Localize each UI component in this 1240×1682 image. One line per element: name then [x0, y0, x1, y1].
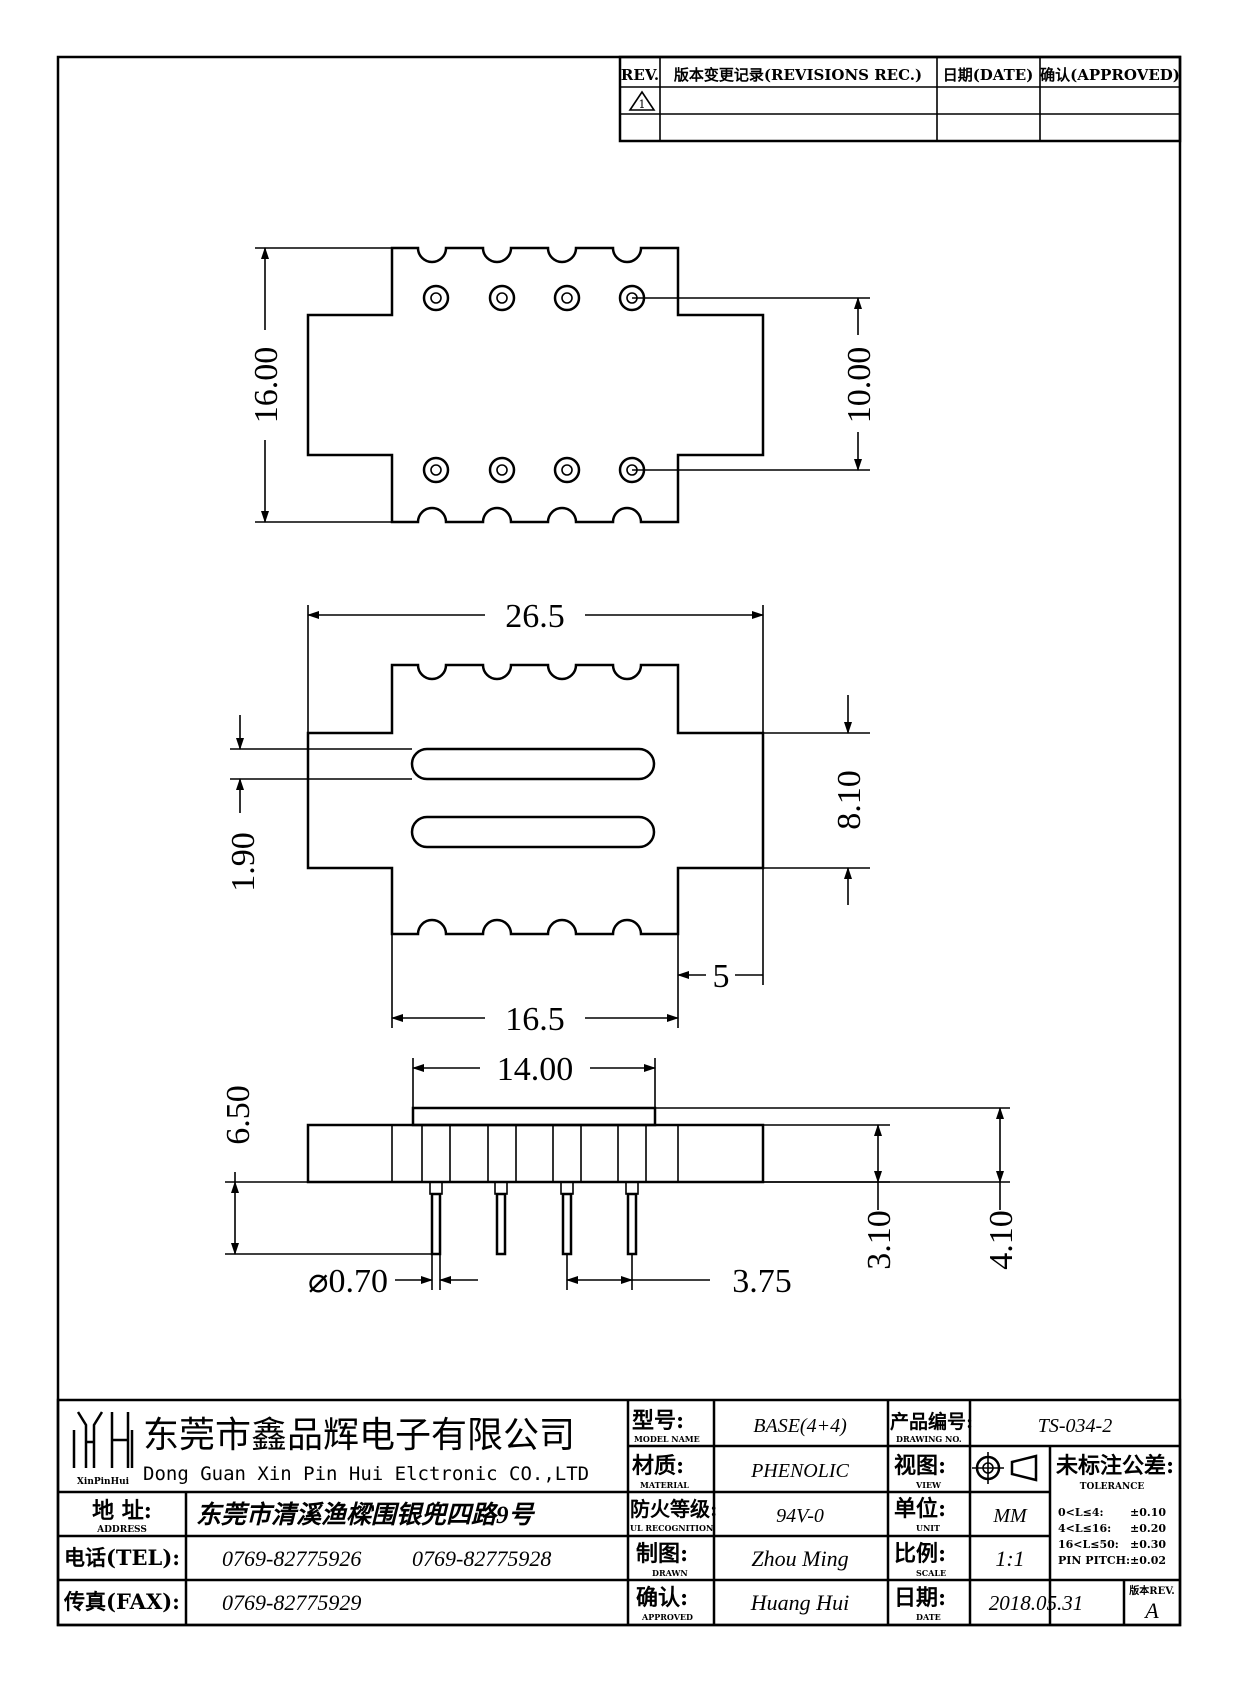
- dim-mid-step: 5: [713, 958, 730, 995]
- side-view: 14.00 6.50 ⌀0.70 3.75 3.10 4.10: [220, 1051, 1020, 1300]
- fax-label: 传真(FAX):: [63, 1589, 180, 1614]
- pin-holes-bottom-row: [422, 456, 646, 484]
- rev-symbol: 1: [639, 98, 646, 111]
- tolerance-range: 4<L≤16:: [1058, 1522, 1111, 1535]
- unit-label-en: UNIT: [916, 1523, 940, 1533]
- tel-label: 电话(TEL):: [64, 1545, 180, 1570]
- fax-value: 0769-82775929: [222, 1590, 361, 1615]
- bottom-view: 26.5 1.90 8.10 5 16.5: [225, 598, 870, 1038]
- company-name-en: Dong Guan Xin Pin Hui Elctronic CO.,LTD: [143, 1463, 589, 1485]
- drawing-no-label: 产品编号:: [890, 1410, 973, 1433]
- scale-label-en: SCALE: [916, 1568, 946, 1578]
- tolerance-value: ±0.30: [1130, 1538, 1166, 1551]
- top-view: 16.00 10.00: [248, 246, 878, 524]
- address-label-en: ADDRESS: [96, 1525, 147, 1535]
- logo-text: XinPinHui: [77, 1477, 130, 1487]
- tel-2: 0769-82775928: [412, 1546, 551, 1571]
- address-label: 地 址:: [92, 1498, 152, 1524]
- tolerance-range: 0<L≤4:: [1058, 1506, 1104, 1519]
- drawn-label: 制图:: [636, 1541, 688, 1567]
- drawing-no-label-en: DRAWING NO.: [896, 1434, 962, 1444]
- dim-side-pitch: 3.75: [732, 1263, 792, 1300]
- dim-mid-slot: 1.90: [225, 832, 262, 892]
- title-block: XinPinHui 东莞市鑫品辉电子有限公司 Dong Guan Xin Pin…: [56, 1398, 1182, 1627]
- dim-mid-width: 26.5: [505, 598, 565, 635]
- ul-label: 防火等级:: [630, 1497, 717, 1521]
- rev-triangle-icon: 1: [628, 90, 656, 111]
- pins: [429, 1181, 639, 1256]
- date-label: 日期:: [894, 1585, 946, 1611]
- dim-mid-flange: 8.10: [831, 770, 868, 830]
- model-value: BASE(4+4): [753, 1415, 847, 1437]
- tolerance-value: ±0.20: [1130, 1522, 1166, 1535]
- approved-value: Huang Hui: [750, 1590, 849, 1615]
- dim-side-total: 6.50: [220, 1085, 257, 1145]
- pin-holes-top-row: [422, 284, 646, 312]
- dim-mid-body: 16.5: [505, 1001, 565, 1038]
- revisions-header: 版本变更记录(REVISIONS REC.): [674, 66, 922, 84]
- view-label: 视图:: [894, 1453, 946, 1479]
- ul-label-en: UL RECOGNITION: [630, 1523, 713, 1533]
- view-label-en: VIEW: [915, 1480, 942, 1490]
- company-name-cn: 东莞市鑫品辉电子有限公司: [143, 1415, 575, 1456]
- tolerance-value: ±0.02: [1130, 1554, 1166, 1567]
- material-value: PHENOLIC: [750, 1460, 849, 1482]
- approved-label: 确认:: [636, 1585, 688, 1611]
- material-label-en: MATERIAL: [640, 1480, 689, 1490]
- rev-label: 版本REV.: [1129, 1584, 1174, 1597]
- ul-value: 94V-0: [776, 1505, 824, 1527]
- tolerance-label: 未标注公差:: [1056, 1453, 1174, 1479]
- model-label-en: MODEL NAME: [634, 1434, 700, 1444]
- drawn-value: Zhou Ming: [751, 1546, 848, 1571]
- tolerance-value: ±0.10: [1130, 1506, 1166, 1519]
- unit-value: MM: [992, 1505, 1028, 1527]
- tolerance-range: PIN PITCH:: [1058, 1554, 1130, 1567]
- scale-label: 比例:: [894, 1541, 946, 1567]
- unit-label: 单位:: [894, 1496, 946, 1522]
- company-logo: XinPinHui: [72, 1411, 134, 1487]
- dim-side-body: 3.10: [861, 1210, 898, 1270]
- tolerance-range: 16<L≤50:: [1058, 1538, 1119, 1551]
- date-value: 2018.05.31: [989, 1591, 1084, 1615]
- material-label: 材质:: [632, 1453, 684, 1479]
- drawn-label-en: DRAWN: [652, 1568, 688, 1578]
- rev-header: REV.: [621, 66, 659, 84]
- dim-top-pin-span: 10.00: [841, 347, 878, 424]
- tel-1: 0769-82775926: [222, 1546, 361, 1571]
- scale-value: 1:1: [995, 1546, 1024, 1571]
- dim-side-top-width: 14.00: [497, 1051, 574, 1088]
- model-label: 型号:: [632, 1408, 684, 1434]
- approved-header: 确认(APPROVED): [1040, 66, 1180, 84]
- address-value: 东莞市清溪渔樑围银兜四路9号: [196, 1501, 536, 1529]
- drawing-no-value: TS-034-2: [1038, 1415, 1112, 1437]
- dim-top-height: 16.00: [248, 347, 285, 424]
- tolerance-label-en: TOLERANCE: [1080, 1482, 1145, 1492]
- rev-value: A: [1143, 1598, 1159, 1623]
- pin-bodies: [421, 1124, 647, 1183]
- date-label-en: DATE: [916, 1612, 941, 1622]
- projection-symbol-icon: [972, 1452, 1038, 1484]
- tolerance-table: 0<L≤4: ±0.10 4<L≤16: ±0.20 16<L≤50: ±0.3…: [1058, 1506, 1166, 1567]
- slot-lower: [410, 815, 656, 849]
- dim-side-pin-dia: ⌀0.70: [308, 1263, 388, 1300]
- slot-upper: [410, 747, 656, 781]
- revision-block: REV. 版本变更记录(REVISIONS REC.) 日期(DATE) 确认(…: [618, 55, 1182, 143]
- approved-label-en: APPROVED: [641, 1612, 693, 1622]
- dim-side-overall: 4.10: [983, 1210, 1020, 1270]
- date-header: 日期(DATE): [943, 66, 1034, 84]
